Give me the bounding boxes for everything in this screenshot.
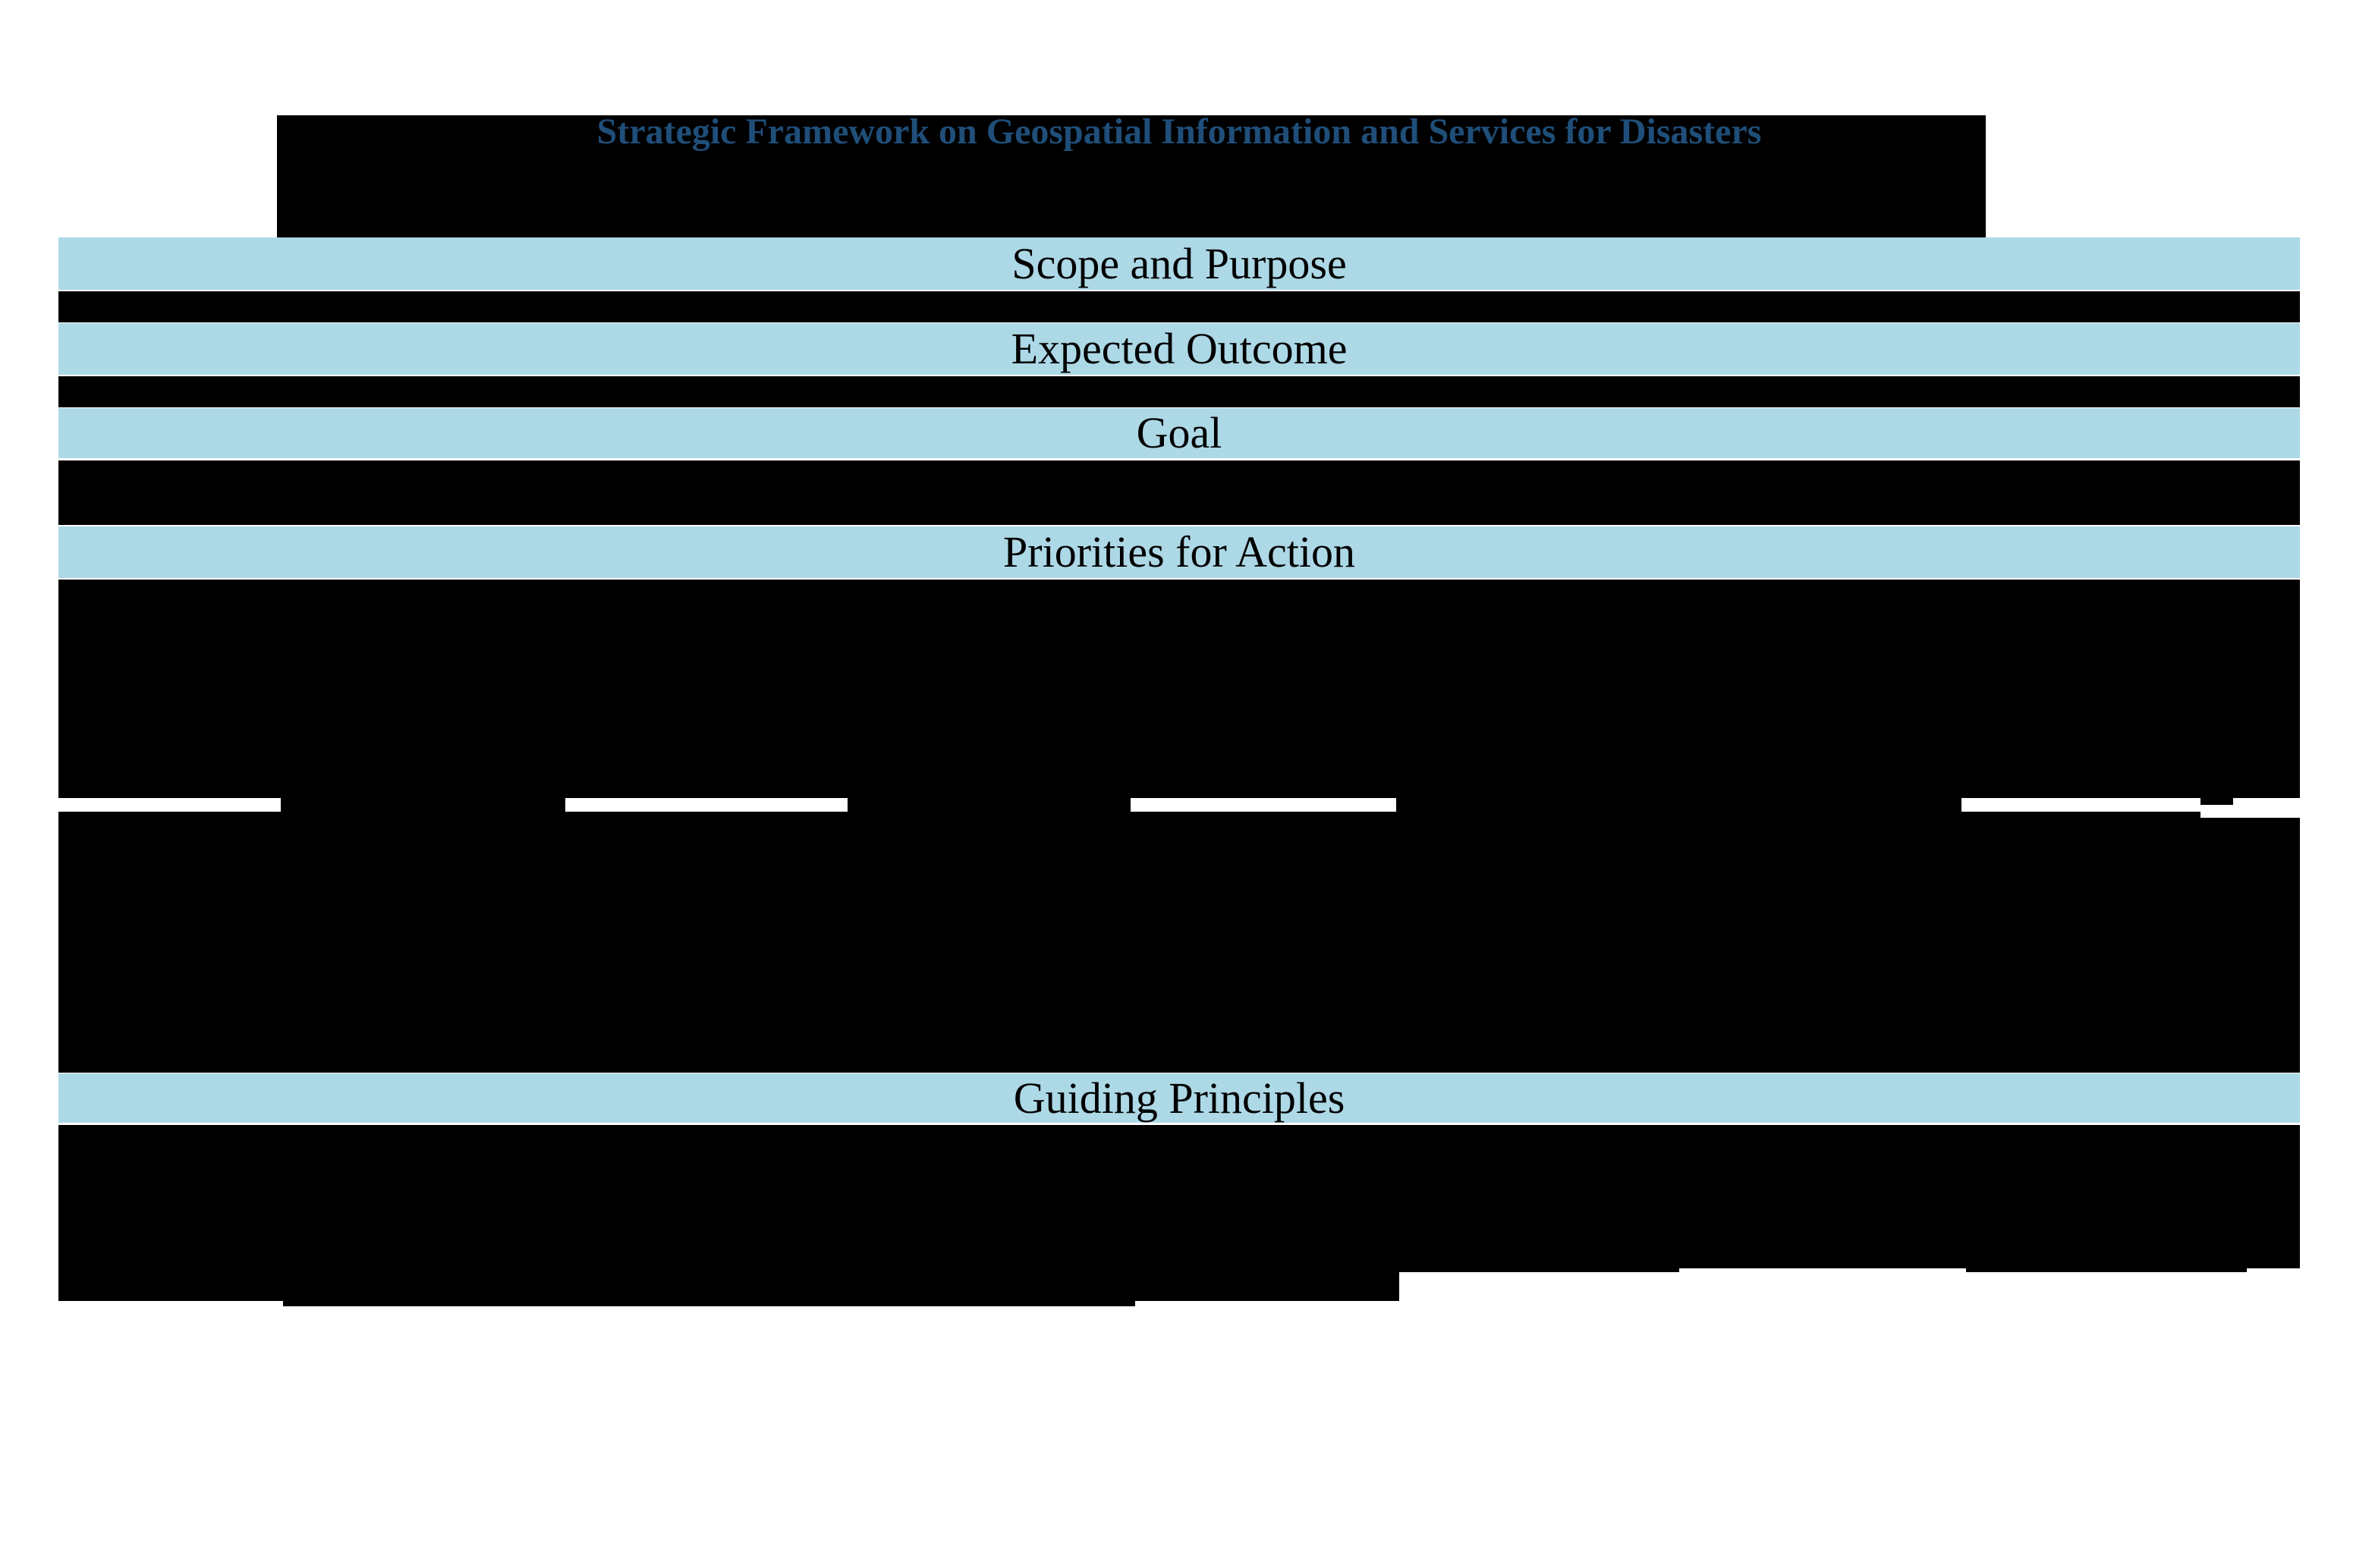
guiding-redacted-right-lastline-2: [1966, 1268, 2247, 1272]
outcome-redacted-text-block: [58, 376, 2300, 407]
title-redacted-block: [277, 115, 1986, 237]
priorities-redacted-connector-4: [2200, 798, 2233, 805]
priorities-lower-right-notch: [2200, 812, 2300, 818]
priorities-redacted-connector-1: [281, 798, 565, 812]
section-header-expected-outcome: Expected Outcome: [58, 323, 2300, 375]
scope-redacted-text-block: [58, 291, 2300, 322]
guiding-redacted-right-block: [1399, 1125, 2300, 1268]
section-header-guiding-principles: Guiding Principles: [58, 1073, 2300, 1123]
priorities-redacted-connector-2: [848, 798, 1131, 812]
guiding-redacted-left-block: [58, 1125, 1399, 1301]
guiding-redacted-left-lastline: [283, 1301, 1135, 1306]
priorities-redacted-upper-block: [58, 580, 2300, 798]
section-header-scope-and-purpose: Scope and Purpose: [58, 237, 2300, 290]
section-header-priorities-for-action: Priorities for Action: [58, 526, 2300, 578]
section-header-goal: Goal: [58, 408, 2300, 458]
guiding-redacted-right-lastline-1: [1399, 1268, 1679, 1272]
priorities-redacted-connector-3: [1396, 798, 1961, 812]
goal-redacted-text-block: [58, 460, 2300, 525]
priorities-redacted-lower-block: [58, 812, 2300, 1073]
document-title: Strategic Framework on Geospatial Inform…: [596, 112, 1762, 152]
